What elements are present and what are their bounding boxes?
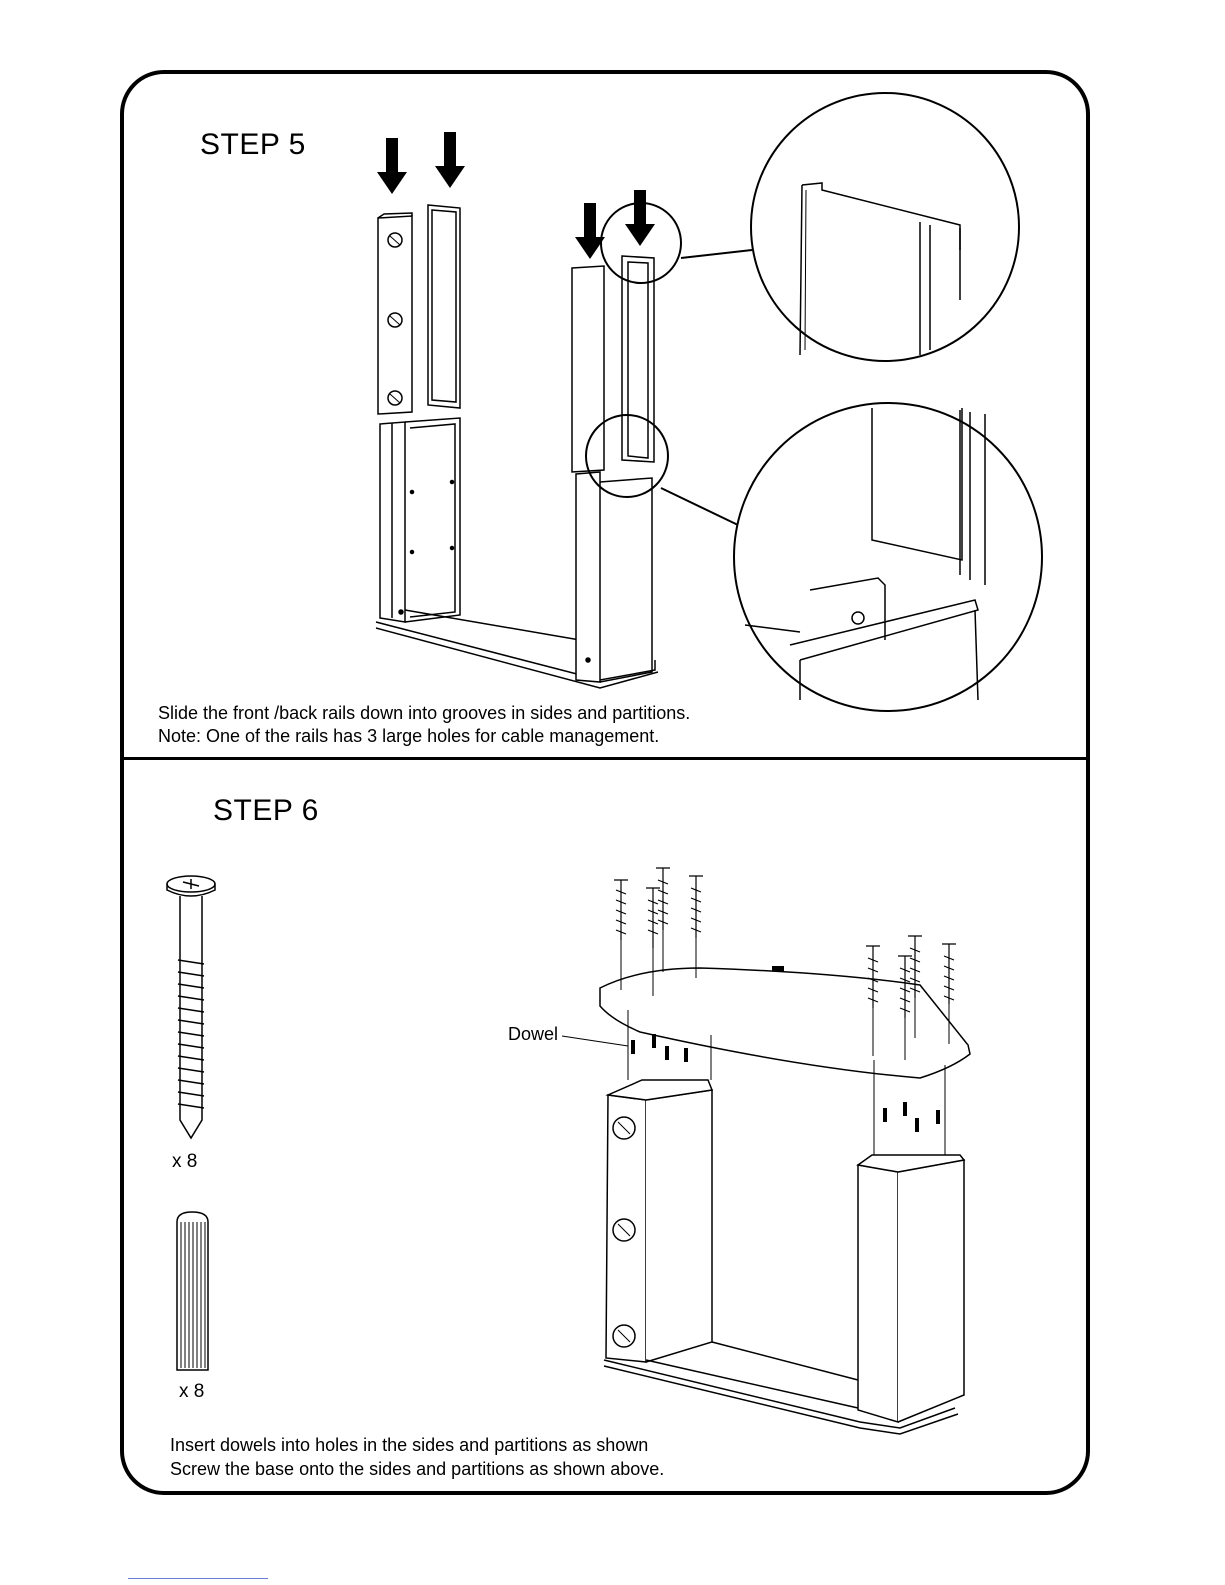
screw-icon: [167, 876, 215, 1138]
footer-underline: [128, 1578, 268, 1579]
left-tower: [606, 1080, 712, 1362]
step5-arrows: [377, 132, 655, 259]
dowel-icon: [177, 1212, 208, 1370]
detail-circle-top: [601, 93, 1019, 361]
right-tower: [858, 1155, 964, 1422]
step5-unit: [376, 205, 658, 688]
dowel-leader-line: [562, 1036, 628, 1046]
